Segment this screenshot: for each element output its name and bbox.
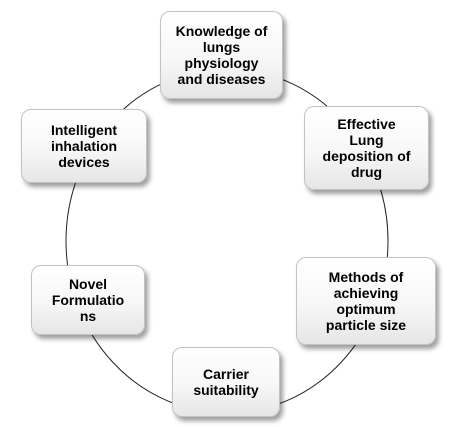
node-particle-size-methods: Methods of achieving optimum particle si… bbox=[296, 257, 436, 345]
node-label: Knowledge of lungs physiology and diseas… bbox=[175, 23, 268, 87]
node-novel-formulations: Novel Formulatio ns bbox=[31, 265, 145, 335]
node-label: Effective Lung deposition of drug bbox=[322, 116, 411, 180]
node-effective-lung-deposition: Effective Lung deposition of drug bbox=[304, 106, 429, 190]
node-label: Novel Formulatio ns bbox=[51, 276, 125, 324]
node-intelligent-inhalation-devices: Intelligent inhalation devices bbox=[21, 109, 147, 183]
node-label: Methods of achieving optimum particle si… bbox=[325, 269, 407, 333]
node-knowledge-of-lungs: Knowledge of lungs physiology and diseas… bbox=[160, 11, 283, 99]
node-label: Intelligent inhalation devices bbox=[50, 122, 118, 170]
node-label: Carrier suitability bbox=[193, 366, 259, 398]
node-carrier-suitability: Carrier suitability bbox=[172, 347, 280, 417]
